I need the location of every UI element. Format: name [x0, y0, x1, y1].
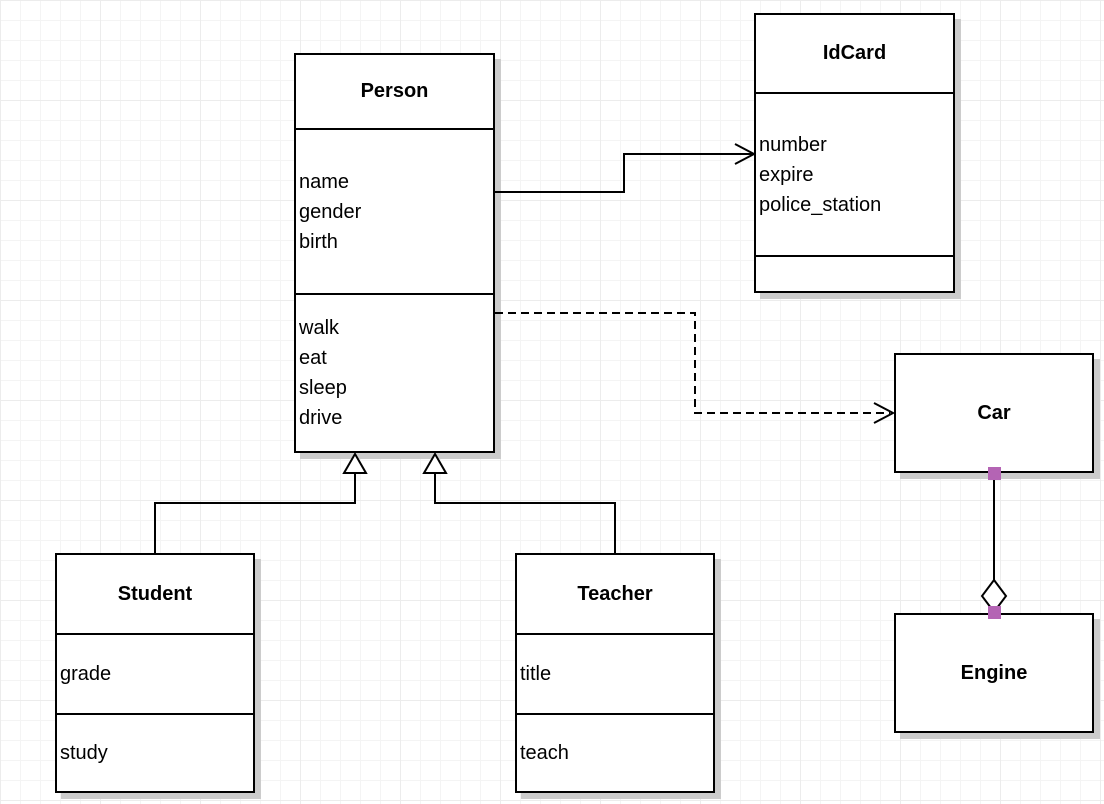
- hollow-diamond-icon: [980, 578, 1008, 614]
- attribute-item: police_station: [759, 193, 882, 216]
- generalization-student-person[interactable]: [154, 452, 368, 553]
- class-title-car: Car: [977, 401, 1011, 424]
- class-box-teacher[interactable]: Teacher title teach: [515, 553, 715, 793]
- aggregation-car-engine[interactable]: [980, 467, 1008, 619]
- method-item: eat: [299, 347, 327, 369]
- class-box-engine[interactable]: Engine: [894, 613, 1094, 733]
- class-box-car[interactable]: Car: [894, 353, 1094, 473]
- teacher-attributes-compartment: title: [517, 633, 713, 713]
- class-title-student: Student: [117, 582, 193, 605]
- person-methods-compartment: walk eat sleep drive: [296, 293, 493, 451]
- open-arrow-icon: [734, 143, 757, 165]
- association-line[interactable]: [495, 153, 752, 193]
- person-attributes-compartment: name gender birth: [296, 128, 493, 293]
- attribute-item: expire: [759, 163, 814, 186]
- class-title-idcard: IdCard: [822, 42, 887, 64]
- method-item: walk: [299, 317, 340, 339]
- student-attributes-compartment: grade: [57, 633, 253, 713]
- generalization-line[interactable]: [154, 472, 356, 553]
- idcard-methods-compartment: [756, 255, 953, 291]
- class-box-idcard[interactable]: IdCard number expire police_station: [754, 13, 955, 293]
- attribute-item: name: [299, 170, 350, 193]
- method-item: sleep: [299, 377, 347, 399]
- class-box-person[interactable]: Person name gender birth walk eat sleep …: [294, 53, 495, 453]
- class-title-person: Person: [360, 80, 429, 102]
- method-item: drive: [299, 407, 343, 429]
- hollow-triangle-icon: [422, 452, 448, 474]
- teacher-methods-compartment: teach: [517, 713, 713, 791]
- class-title-teacher: Teacher: [577, 582, 653, 605]
- attribute-item: grade: [60, 663, 112, 685]
- association-person-idcard[interactable]: [495, 143, 757, 193]
- open-arrow-icon: [873, 402, 896, 424]
- hollow-triangle-icon: [342, 452, 368, 474]
- idcard-attributes-compartment: number expire police_station: [756, 92, 953, 255]
- attribute-item: number: [759, 133, 827, 156]
- generalization-teacher-person[interactable]: [422, 452, 616, 553]
- student-methods-compartment: study: [57, 713, 253, 791]
- method-item: teach: [520, 742, 569, 764]
- dependency-line[interactable]: [495, 312, 890, 414]
- class-title-engine: Engine: [960, 661, 1028, 684]
- attribute-item: birth: [299, 230, 338, 253]
- class-box-student[interactable]: Student grade study: [55, 553, 255, 793]
- attribute-item: gender: [299, 200, 362, 223]
- method-item: study: [60, 742, 108, 764]
- attribute-item: title: [520, 663, 552, 685]
- dependency-person-car[interactable]: [495, 312, 896, 424]
- generalization-line[interactable]: [434, 472, 616, 553]
